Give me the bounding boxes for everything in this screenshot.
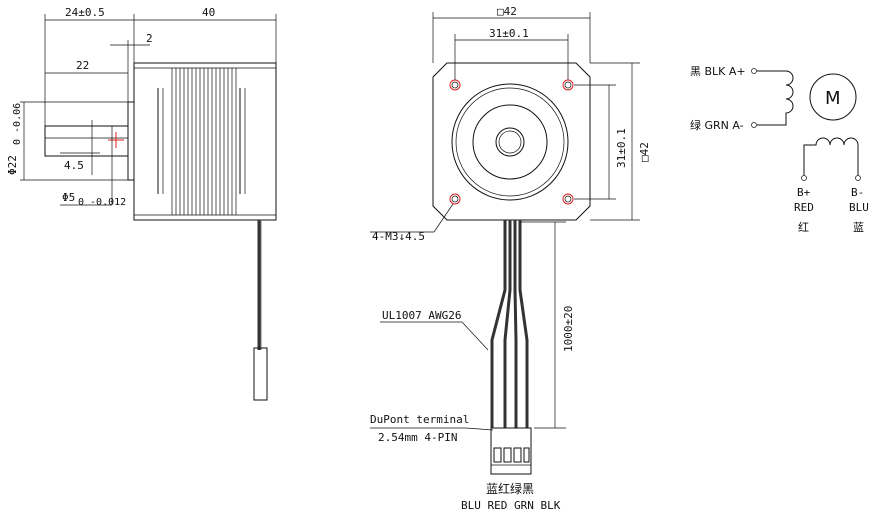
connector-colors-cn: 蓝红绿黑 bbox=[486, 481, 534, 496]
dim-flat: 4.5 bbox=[64, 159, 84, 172]
dim-shaft-tolerance: 0 -0.012 bbox=[78, 197, 126, 208]
wire-a-minus-label: 绿 GRN A- bbox=[690, 118, 744, 132]
mount-hole bbox=[449, 193, 461, 205]
dim-total-length: 40 bbox=[202, 6, 215, 19]
mount-hole bbox=[562, 79, 574, 91]
motor-symbol bbox=[809, 73, 857, 121]
mount-hole bbox=[562, 193, 574, 205]
pilot-outer-circle bbox=[451, 83, 569, 201]
motor-face-front bbox=[432, 62, 591, 221]
shaft-side bbox=[44, 125, 129, 157]
dupont-connector bbox=[490, 427, 532, 475]
cable-terminal-side bbox=[253, 347, 268, 401]
terminal-b-plus bbox=[801, 175, 807, 181]
terminal-label-line1: DuPont terminal bbox=[370, 413, 469, 426]
front-view: □42 31±0.1 31±0.1 □42 4-M3↓4.5 UL1007 AW… bbox=[370, 5, 651, 512]
cable-bundle bbox=[490, 220, 529, 428]
shaft-circle bbox=[495, 127, 525, 157]
cable-length-dim: 1000±20 bbox=[562, 306, 575, 352]
coil-b bbox=[803, 137, 859, 175]
terminal-a-plus bbox=[751, 68, 757, 74]
stator-lamination-lines bbox=[157, 68, 246, 215]
motor-symbol-label: M bbox=[825, 88, 841, 109]
dim-square-top: □42 bbox=[497, 5, 517, 18]
b-minus-label: B- bbox=[851, 186, 864, 199]
dim-flange: 2 bbox=[146, 32, 153, 45]
connector-colors-en: BLU RED GRN BLK bbox=[461, 499, 561, 512]
cable-spec-label: UL1007 AWG26 bbox=[382, 309, 461, 322]
side-view: 40 24±0.5 2 22 Φ22 0 -0.06 4.5 Φ5 0 -0.0… bbox=[6, 6, 277, 401]
b-plus-label: B+ bbox=[797, 186, 811, 199]
dim-shaft-inner: 22 bbox=[76, 59, 89, 72]
boss-side bbox=[127, 101, 135, 181]
mount-holes-label: 4-M3↓4.5 bbox=[372, 230, 425, 243]
dim-shaft-length: 24±0.5 bbox=[65, 6, 105, 19]
dim-hole-spacing-right: 31±0.1 bbox=[615, 128, 628, 168]
b-plus-color: RED bbox=[794, 201, 814, 214]
b-minus-color: BLU bbox=[849, 201, 869, 214]
terminal-b-minus bbox=[855, 175, 861, 181]
coil-a bbox=[757, 70, 794, 126]
terminal-label-line2: 2.54mm 4-PIN bbox=[378, 431, 457, 444]
dim-hole-spacing-top: 31±0.1 bbox=[489, 27, 529, 40]
motor-body-side bbox=[133, 62, 277, 221]
dim-shaft-diameter: Φ5 bbox=[62, 191, 75, 204]
wire-a-plus-label: 黑 BLK A+ bbox=[690, 65, 746, 78]
dim-boss-diameter: Φ22 bbox=[6, 155, 19, 175]
b-minus-cn: 蓝 bbox=[853, 221, 864, 234]
wiring-diagram: 黑 BLK A+ 绿 GRN A- M B+ RED 红 B- BLU 蓝 bbox=[690, 65, 869, 234]
b-plus-cn: 红 bbox=[798, 221, 809, 234]
boss-circle bbox=[472, 104, 548, 180]
dim-boss-tolerance: 0 -0.06 bbox=[12, 103, 23, 145]
terminal-a-minus bbox=[751, 122, 757, 128]
dim-square-right: □42 bbox=[638, 142, 651, 162]
mount-hole bbox=[449, 79, 461, 91]
